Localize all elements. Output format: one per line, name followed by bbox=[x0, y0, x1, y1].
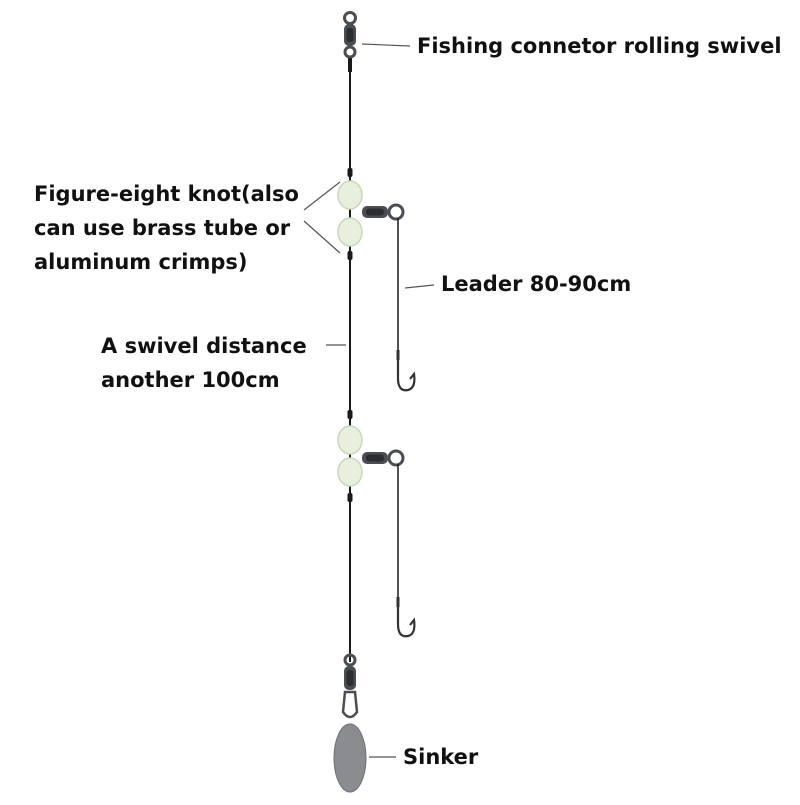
dropper-swivel-eye bbox=[387, 449, 405, 467]
label-knot-line-3: aluminum crimps) bbox=[34, 250, 248, 274]
label-distance-line-1: A swivel distance bbox=[101, 334, 307, 358]
label-figure-eight-knot: Figure-eight knot(also can use brass tub… bbox=[34, 177, 299, 279]
top-rolling-swivel bbox=[343, 11, 357, 72]
sinker bbox=[333, 723, 367, 793]
hook-1 bbox=[396, 358, 416, 392]
bead-lower bbox=[337, 217, 363, 247]
pointer-knot-upper bbox=[303, 181, 341, 211]
bead-upper bbox=[337, 425, 363, 455]
pointer-swivel bbox=[361, 43, 411, 47]
bead-upper bbox=[337, 180, 363, 210]
bead-lower bbox=[337, 457, 363, 487]
label-knot-line-1: Figure-eight knot(also bbox=[34, 182, 299, 206]
pointer-lines bbox=[303, 43, 435, 758]
label-distance-line-2: another 100cm bbox=[101, 368, 280, 392]
label-sinker: Sinker bbox=[403, 745, 479, 769]
hook-2 bbox=[396, 605, 416, 638]
dropper-2 bbox=[337, 425, 416, 638]
label-swivel-distance: A swivel distance another 100cm bbox=[101, 329, 307, 397]
dropper-1 bbox=[337, 180, 416, 392]
bottom-snap-swivel bbox=[341, 653, 359, 719]
label-knot-line-2: can use brass tube or bbox=[34, 216, 291, 240]
dropper-swivel-eye bbox=[387, 203, 405, 221]
pointer-knot-lower bbox=[303, 220, 341, 254]
label-rolling-swivel: Fishing connetor rolling swivel bbox=[417, 34, 782, 58]
knot-marks bbox=[347, 168, 353, 502]
pointer-leader bbox=[404, 284, 435, 289]
label-leader-length: Leader 80-90cm bbox=[441, 272, 632, 296]
